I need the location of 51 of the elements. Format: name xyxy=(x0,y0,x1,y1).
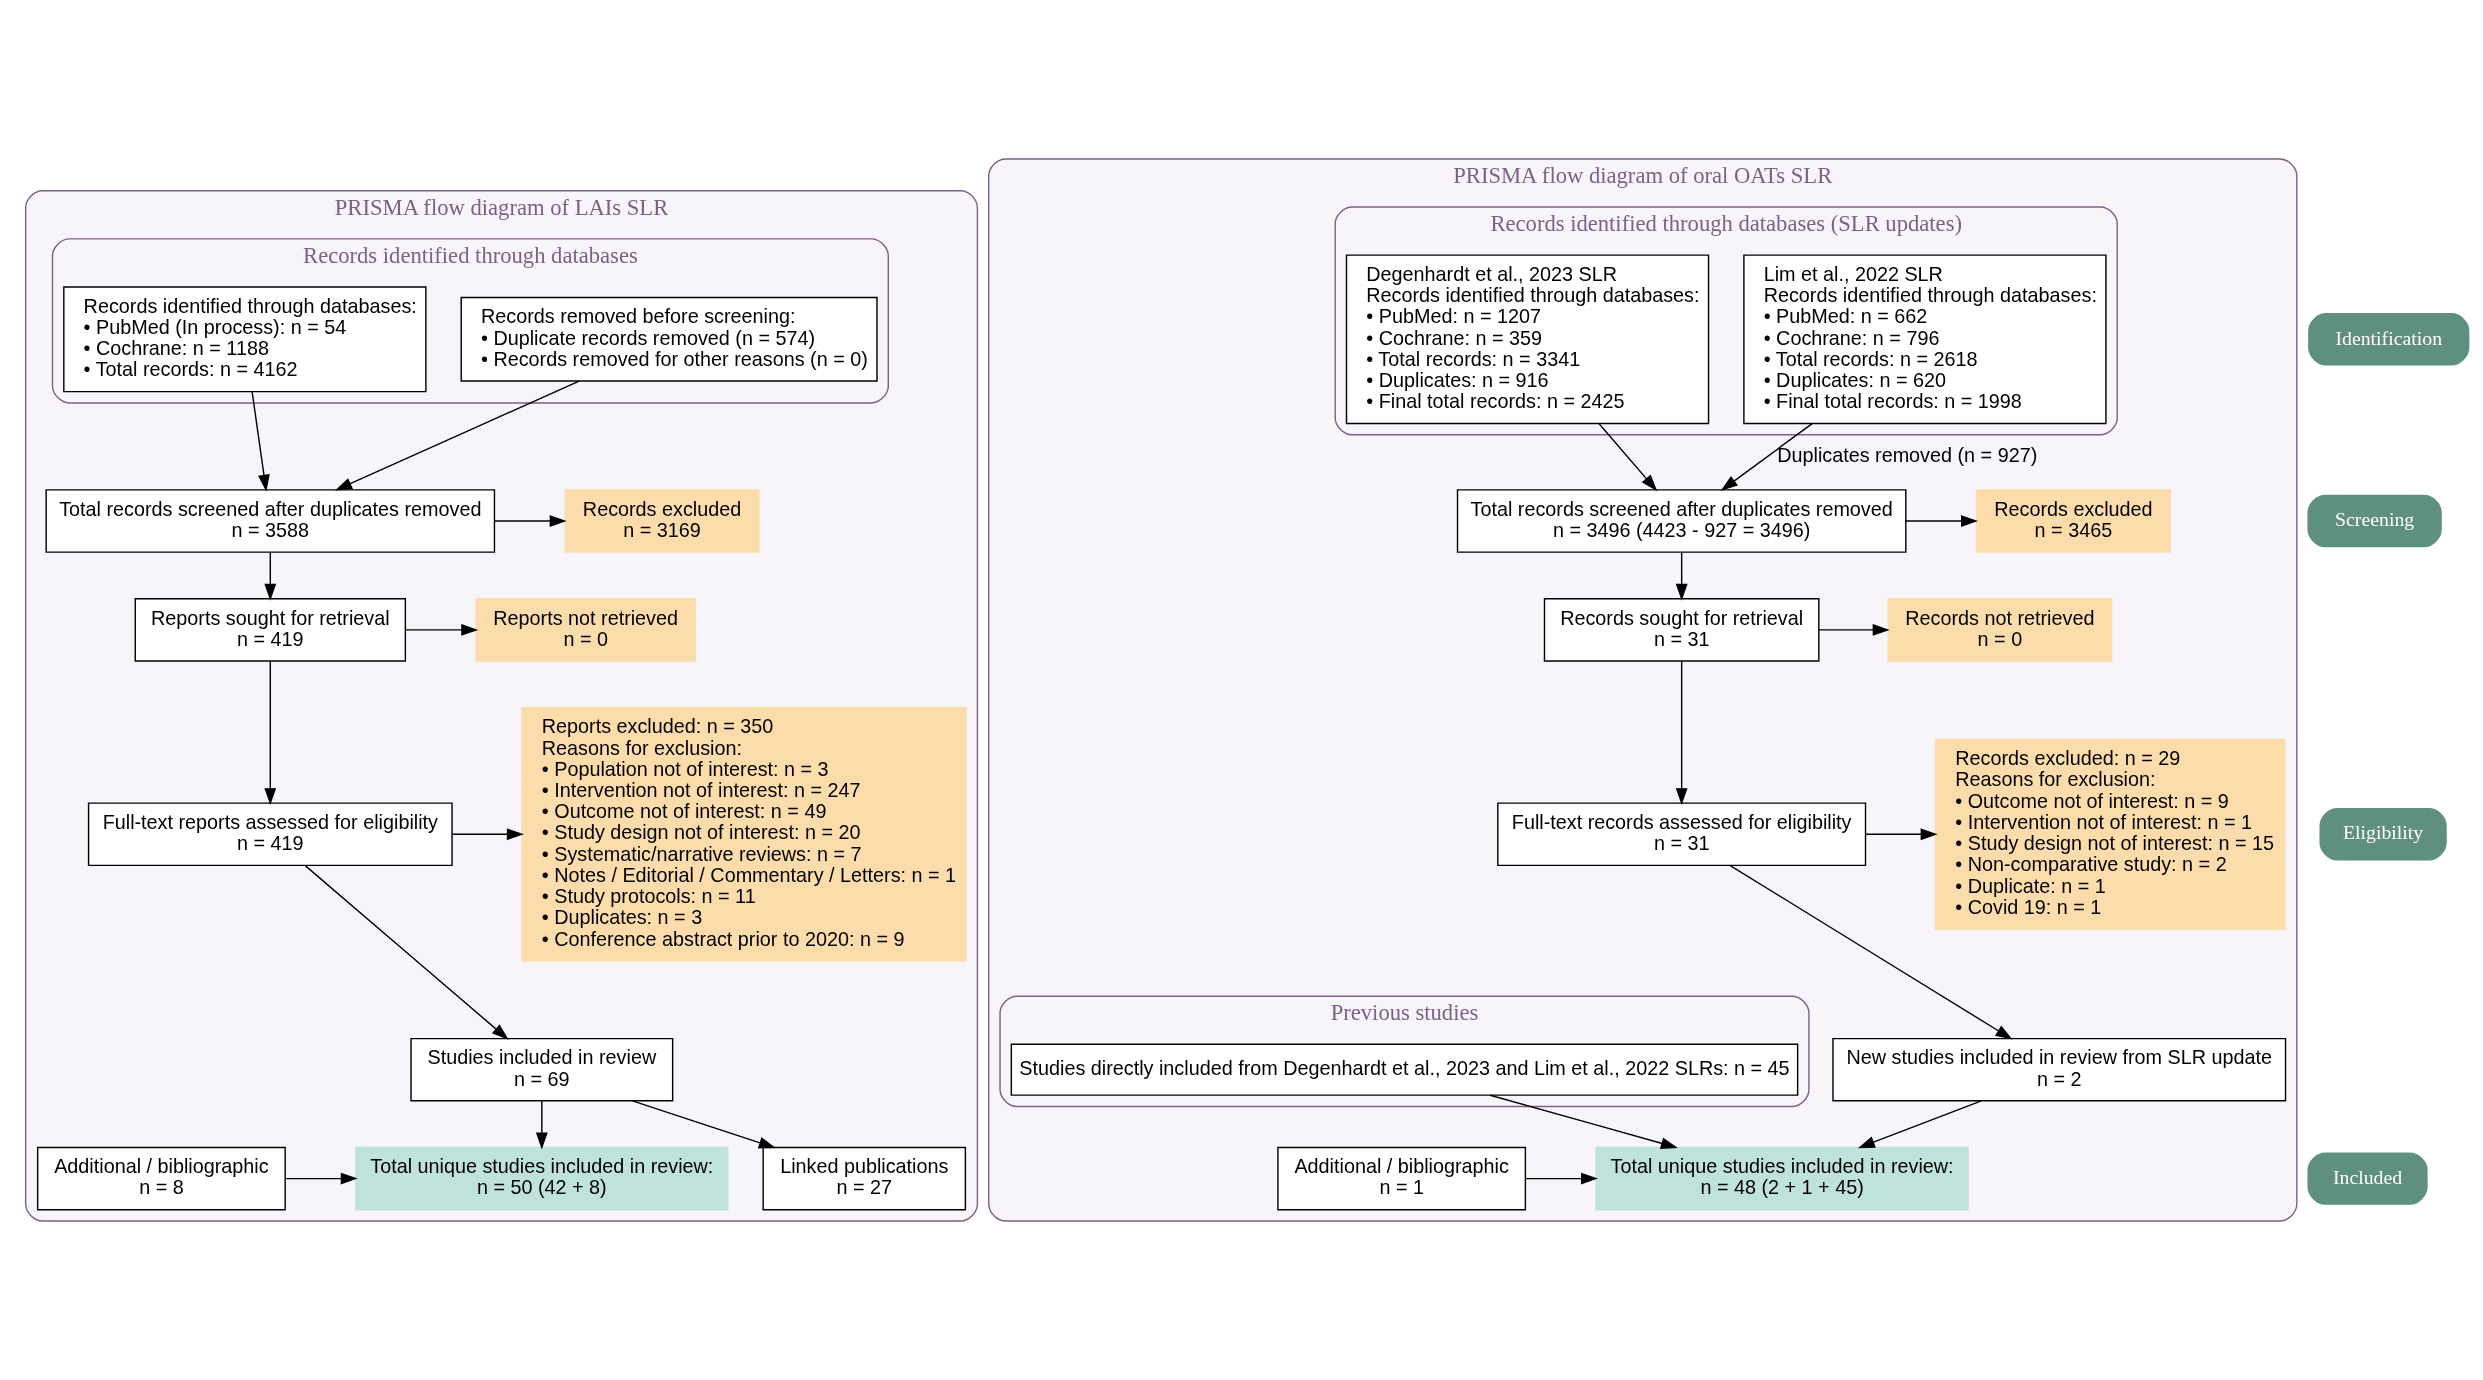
arrow xyxy=(1729,864,2013,1040)
node-box: New studies included in review from SLR update n = 2 xyxy=(1832,1037,2287,1102)
node-box: Reports excluded: n = 350 Reasons for exclusion: • Population not of interest: n = 3 • Intervention not of interest: n = 247 • Outcome not of interest: n = 49 • Study design not of interest: n = 20 • Systematic/narrative reviews: n = 7 • Notes / Editorial / Commentary / Letters: n = 1 • Study protocols: n = 11 • Duplicates: n = 3 • Conference abstract prior to 2020: n = 9 xyxy=(521,706,967,962)
arrow xyxy=(493,515,567,527)
node-box: Records excluded n = 3169 xyxy=(564,489,760,553)
arrow xyxy=(1857,1100,1982,1149)
node-box: Screening xyxy=(2307,494,2442,548)
arrow xyxy=(1675,551,1688,601)
arrow xyxy=(251,391,270,492)
arrow xyxy=(1865,828,1938,841)
arrow xyxy=(335,380,580,491)
edge-label: Duplicates removed (n = 927) xyxy=(1777,443,2038,466)
arrow xyxy=(304,864,509,1040)
node-box: Additional / bibliographic n = 8 xyxy=(36,1146,286,1211)
node-box: Total unique studies included in review: n = 50 (42 + 8) xyxy=(355,1146,729,1211)
arrow xyxy=(284,1172,358,1185)
node-box: Total records screened after duplicates removed n = 3496 (4423 - 927 = 3496) xyxy=(1456,489,1907,553)
node-box: Reports not retrieved n = 0 xyxy=(475,598,696,662)
arrow xyxy=(1525,1172,1598,1185)
node-box: Linked publications n = 27 xyxy=(762,1146,967,1211)
node-box: Reports sought for retrieval n = 419 xyxy=(134,598,407,662)
node-box: Records sought for retrieval n = 31 xyxy=(1543,598,1820,662)
node-box: Full-text records assessed for eligibility n = 31 xyxy=(1497,802,1867,867)
arrow xyxy=(631,1100,776,1149)
arrow xyxy=(1675,660,1688,806)
node-box: Degenhardt et al., 2023 SLR Records identified through databases: • PubMed: n = 1207 • Cochrane: n = 359 • Total records: n = 3341 • Duplicates: n = 916 • Final total records: n = 2425 xyxy=(1345,254,1710,425)
arrow xyxy=(1905,515,1978,527)
node-box: Records not retrieved n = 0 xyxy=(1887,598,2113,662)
node-box: Total records screened after duplicates removed n = 3588 xyxy=(45,489,496,553)
arrow xyxy=(451,828,524,841)
node-box: Studies directly included from Degenhardt et al., 2023 and Lim et al., 2022 SLRs: n = 45 xyxy=(1010,1043,1799,1096)
node-box: Records removed before screening: • Duplicate records removed (n = 574) • Records removed for other reasons (n = 0) xyxy=(460,296,878,382)
node-box: Total unique studies included in review: n = 48 (2 + 1 + 45) xyxy=(1595,1146,1969,1211)
arrow xyxy=(264,551,277,601)
node-box: Identification xyxy=(2308,313,2470,366)
node-box: Included xyxy=(2307,1152,2428,1205)
node-box: Full-text reports assessed for eligibility n = 419 xyxy=(87,802,453,867)
node-box: Eligibility xyxy=(2319,808,2447,861)
node-box: Records excluded: n = 29 Reasons for exclusion: • Outcome not of interest: n = 9 • Intervention not of interest: n = 1 • Study design not of interest: n = 15 • Non-comparative study: n = 2 • Duplicate: n = 1 • Covid 19: n = 1 xyxy=(1934,738,2286,930)
node-box: Studies included in review n = 69 xyxy=(410,1037,674,1102)
arrow xyxy=(264,660,277,806)
arrow xyxy=(1489,1094,1678,1150)
arrow xyxy=(405,623,479,636)
node-box: Lim et al., 2022 SLR Records identified through databases: • PubMed: n = 662 • Cochrane: n = 796 • Total records: n = 2618 • Duplicates: n = 620 • Final total records: n = 1998 xyxy=(1743,254,2107,425)
arrow xyxy=(1598,423,1658,492)
node-box: Records identified through databases: • PubMed (In process): n = 54 • Cochrane: n = 1188 • Total records: n = 4162 xyxy=(63,286,427,393)
arrow xyxy=(1720,422,1813,491)
node-box: Records excluded n = 3465 xyxy=(1975,489,2171,553)
node-box: Additional / bibliographic n = 1 xyxy=(1277,1146,1527,1211)
arrow xyxy=(1818,623,1890,636)
arrow xyxy=(535,1100,548,1150)
